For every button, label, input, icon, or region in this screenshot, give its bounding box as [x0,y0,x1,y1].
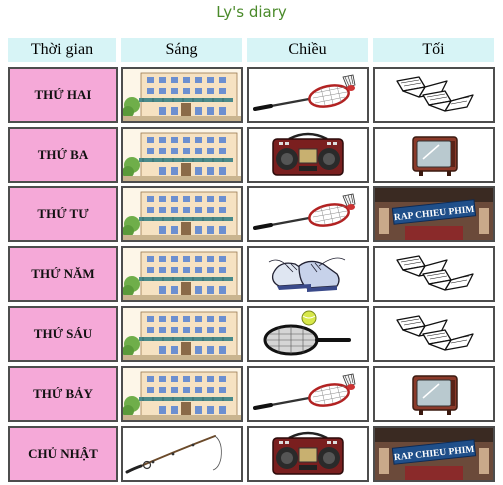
badminton-icon [253,74,356,111]
badminton-icon [253,373,356,410]
afternoon-activity-cell [247,306,369,362]
school-building-icon [123,129,241,181]
morning-activity-cell [121,246,243,302]
cinema-icon: RAP CHIEU PHIM [375,428,493,480]
day-label: THỨ NĂM [8,246,118,302]
morning-activity-cell [121,127,243,183]
day-label: THỨ BẢY [8,366,118,422]
morning-activity-cell [121,426,243,482]
afternoon-activity-cell [247,67,369,123]
television-icon [412,375,458,415]
afternoon-activity-cell [247,246,369,302]
evening-activity-cell [373,127,495,183]
header-evening: Tối [373,38,494,62]
morning-activity-cell [121,186,243,242]
school-building-icon [123,69,241,121]
school-building-icon [123,188,241,240]
header-morning: Sáng [121,38,242,62]
television-icon [412,136,458,176]
cinema-icon: RAP CHIEU PHIM [375,188,493,240]
badminton-icon [253,193,356,230]
school-building-icon [123,308,241,360]
evening-activity-cell [373,366,495,422]
afternoon-activity-cell [247,186,369,242]
day-label: THỨ BA [8,127,118,183]
morning-activity-cell [121,366,243,422]
tennis-icon [263,310,351,356]
sneakers-icon [268,257,346,292]
header-time: Thời gian [8,38,116,62]
evening-activity-cell [373,246,495,302]
book-icon [396,315,474,351]
evening-activity-cell [373,306,495,362]
header-afternoon: Chiều [247,38,368,62]
afternoon-activity-cell [247,426,369,482]
book-icon [396,76,474,112]
day-label: THỨ HAI [8,67,118,123]
book-icon [396,255,474,291]
evening-activity-cell [373,67,495,123]
day-label: CHỦ NHẬT [8,426,118,482]
afternoon-activity-cell [247,366,369,422]
evening-activity-cell: RAP CHIEU PHIM [373,426,495,482]
morning-activity-cell [121,306,243,362]
fishing-rod-icon [125,435,222,474]
evening-activity-cell: RAP CHIEU PHIM [373,186,495,242]
day-label: THỨ SÁU [8,306,118,362]
school-building-icon [123,248,241,300]
afternoon-activity-cell [247,127,369,183]
radio-cassette-icon [272,431,344,475]
diary-title: Ly's diary [216,3,287,21]
day-label: THỨ TƯ [8,186,118,242]
morning-activity-cell [121,67,243,123]
radio-cassette-icon [272,132,344,176]
school-building-icon [123,368,241,420]
